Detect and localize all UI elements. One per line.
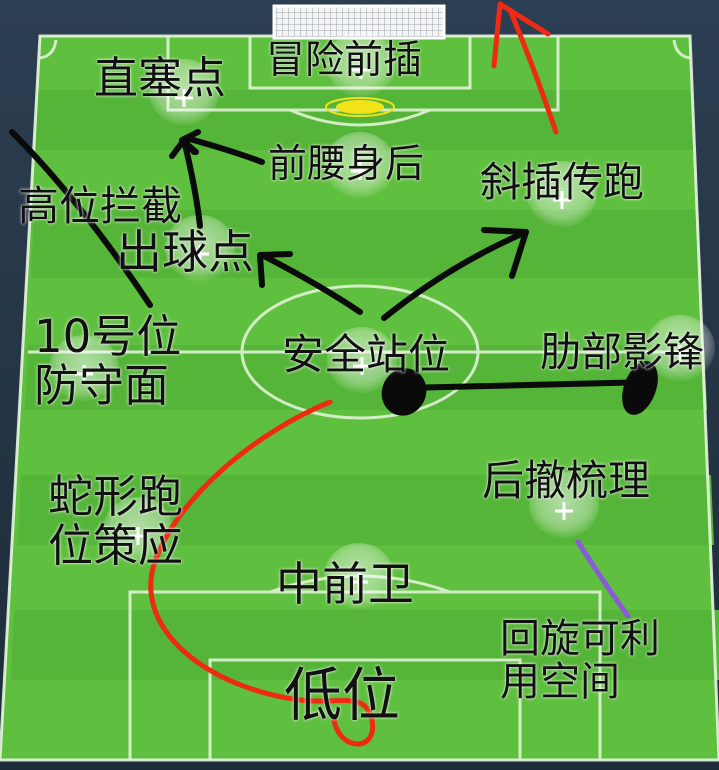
player-dot[interactable] bbox=[527, 161, 597, 227]
player-dot[interactable] bbox=[326, 31, 396, 97]
label-low-position: 低位 bbox=[284, 661, 401, 729]
arrowhead bbox=[481, 227, 529, 279]
red-arrows bbox=[148, 1, 559, 747]
arrow-snake-run bbox=[148, 399, 376, 747]
arrowhead bbox=[491, 1, 551, 69]
label-flank-shadow: 肋部影锋 bbox=[540, 328, 704, 376]
arrow-safe-to-release bbox=[259, 252, 363, 315]
label-rotate-line1: 回旋可利 bbox=[500, 616, 660, 662]
label-rotate: 回旋可利 用空间 bbox=[500, 616, 660, 706]
label-behind-mid: 前腰身后 bbox=[268, 142, 425, 187]
player-dot[interactable] bbox=[324, 543, 394, 609]
arrow-diagonal-forward bbox=[507, 7, 559, 135]
player-dot[interactable] bbox=[49, 335, 119, 401]
label-center-mid: 中前卫 bbox=[276, 557, 414, 611]
player-dot[interactable] bbox=[149, 59, 219, 125]
black-blobs bbox=[381, 361, 658, 416]
label-no10-line2: 防守面 bbox=[34, 358, 170, 412]
purple-rotation-line bbox=[575, 539, 631, 619]
link-safe-to-flank bbox=[401, 379, 653, 391]
label-snake-line1: 蛇形跑 bbox=[48, 470, 184, 523]
arrow-safe-to-diagonal bbox=[381, 229, 529, 321]
black-arrows bbox=[9, 129, 653, 391]
arrowhead bbox=[169, 137, 197, 159]
arrow-release-to-through-ball bbox=[181, 137, 203, 229]
arrow-high-intercept bbox=[9, 129, 153, 308]
ball-marker bbox=[325, 97, 395, 117]
player-dot[interactable] bbox=[325, 132, 395, 198]
player-dot[interactable] bbox=[327, 327, 397, 393]
label-through-ball: 直塞点 bbox=[94, 53, 226, 104]
player-dot[interactable] bbox=[645, 315, 715, 381]
label-drop-organize: 后撤梳理 bbox=[482, 456, 651, 505]
arrowhead bbox=[257, 251, 293, 288]
label-safe-position: 安全站位 bbox=[282, 330, 451, 379]
player-dot[interactable] bbox=[529, 472, 599, 538]
label-adventure: 冒险前插 bbox=[266, 38, 423, 83]
label-high-intercept: 高位拦截 bbox=[18, 182, 182, 230]
player-dots bbox=[49, 31, 715, 609]
label-snake: 蛇形跑 位策应 bbox=[48, 470, 184, 572]
label-no10-line1: 10号位 bbox=[34, 310, 182, 363]
label-rotate-line2: 用空间 bbox=[500, 659, 620, 706]
arrow-behind-mid-to-through-ball bbox=[183, 135, 265, 165]
player-dot[interactable] bbox=[165, 215, 235, 281]
label-snake-line2: 位策应 bbox=[48, 518, 184, 572]
label-diagonal: 斜插传跑 bbox=[480, 158, 644, 206]
label-release-point: 出球点 bbox=[116, 225, 254, 279]
label-no10: 10号位 防守面 bbox=[34, 310, 182, 412]
player-dot[interactable] bbox=[103, 497, 173, 563]
